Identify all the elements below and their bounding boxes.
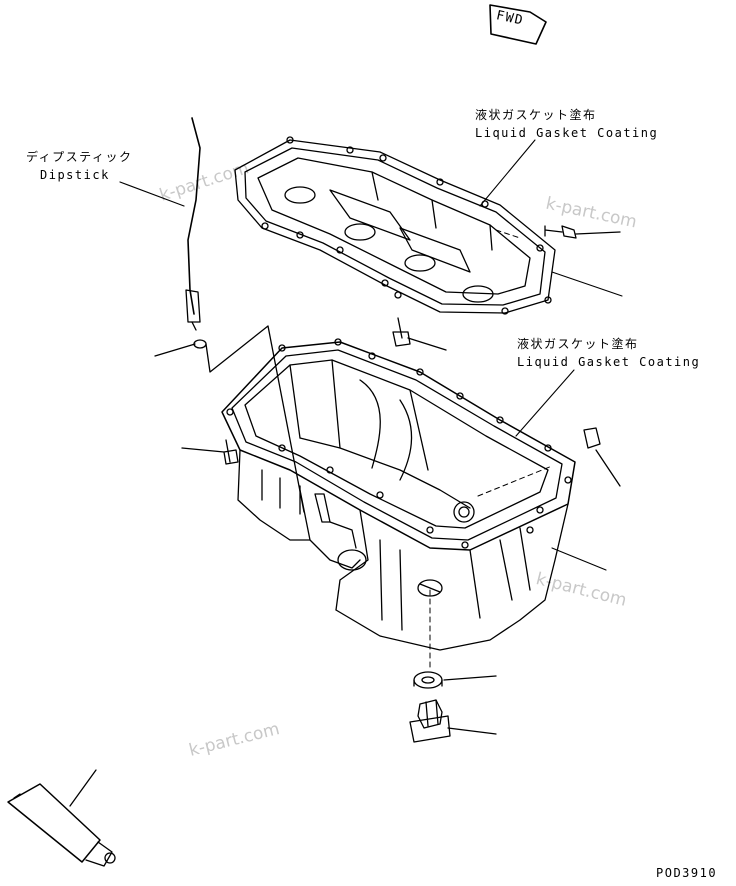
gasket-label-lower-jp: 液状ガスケット塗布	[517, 337, 639, 351]
drain-washer	[413, 671, 497, 689]
gasket-leader-lower	[515, 369, 575, 437]
drawing-number: POD3910	[656, 866, 718, 880]
upper-oil-pan	[234, 136, 556, 315]
gasket-label-upper-jp: 液状ガスケット塗布	[475, 108, 597, 122]
baffle-leader	[551, 271, 623, 297]
liquid-gasket-tube	[7, 769, 116, 867]
gasket-label-lower-en: Liquid Gasket Coating	[517, 355, 701, 369]
drain-plug	[409, 699, 497, 743]
drain-axis	[429, 229, 553, 671]
gasket-label-upper-en: Liquid Gasket Coating	[475, 126, 659, 140]
gasket-leader-upper	[479, 139, 536, 207]
fwd-arrow-icon	[489, 4, 547, 45]
dipstick	[119, 117, 201, 331]
mounting-bolt	[181, 439, 239, 465]
o-ring	[154, 325, 305, 513]
mounting-bolt	[392, 317, 447, 351]
dipstick-label-en: Dipstick	[40, 168, 110, 182]
plug	[583, 427, 621, 487]
mounting-bolt	[544, 225, 621, 239]
drain-boss	[417, 579, 443, 597]
dipstick-label-jp: ディプスティック	[26, 150, 133, 164]
oil-pan	[221, 338, 607, 651]
